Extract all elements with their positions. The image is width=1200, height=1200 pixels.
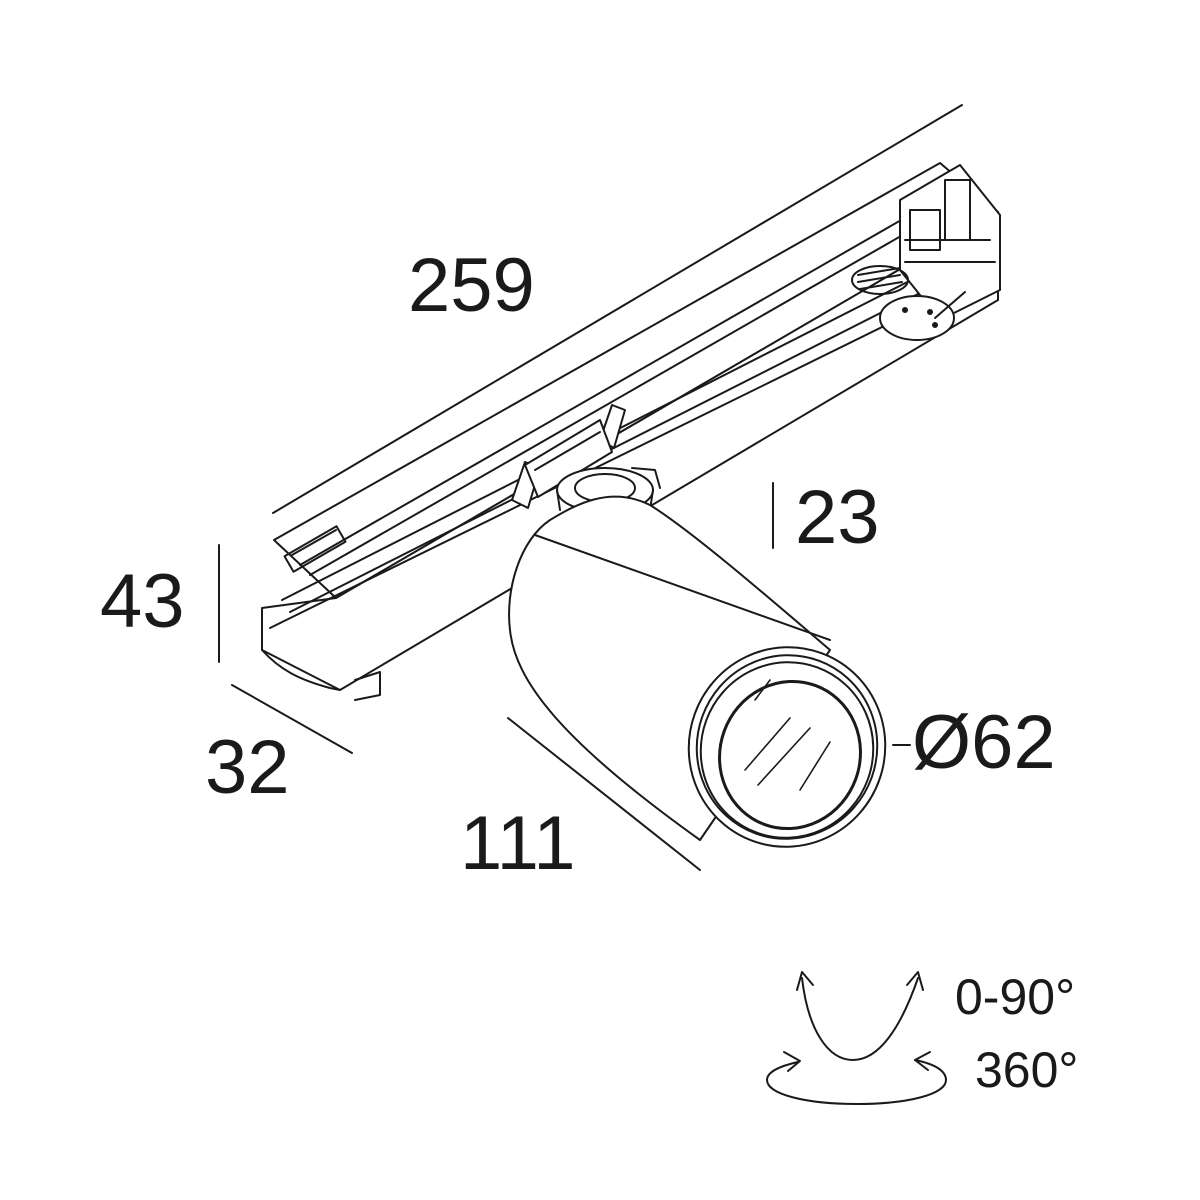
phase-dial bbox=[879, 295, 955, 341]
adapter-height-label: 23 bbox=[795, 475, 880, 560]
rotate-arrow-icon bbox=[766, 1051, 947, 1105]
tilt-label: 0-90° bbox=[955, 969, 1076, 1025]
depth-label: 32 bbox=[205, 725, 290, 810]
spotlight-body bbox=[508, 495, 887, 848]
body-length-label: 111 bbox=[460, 801, 576, 886]
dim-line-depth bbox=[231, 684, 353, 754]
rotate-label: 360° bbox=[975, 1042, 1079, 1098]
track-adapter bbox=[261, 162, 1001, 701]
lens-glass bbox=[718, 679, 862, 831]
dim-line-body-length bbox=[507, 717, 701, 871]
length-label: 259 bbox=[408, 243, 535, 328]
height-label: 43 bbox=[100, 559, 185, 644]
tilt-arrow-icon bbox=[796, 971, 924, 1061]
dim-line-length bbox=[272, 104, 963, 514]
diameter-label: Ø62 bbox=[912, 700, 1056, 785]
